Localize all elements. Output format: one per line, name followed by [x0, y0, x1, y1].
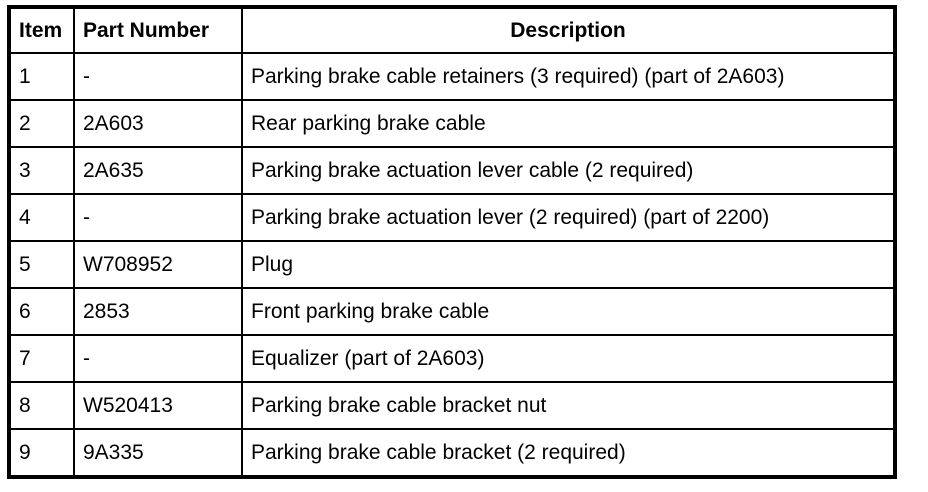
table-header: Item Part Number Description — [8, 6, 896, 54]
cell-item: 9 — [8, 428, 75, 478]
cell-item: 5 — [8, 240, 75, 289]
table-row: 8 W520413 Parking brake cable bracket nu… — [8, 381, 896, 430]
cell-item: 2 — [8, 99, 75, 148]
cell-part-number: - — [73, 193, 243, 242]
table-row: 9 9A335 Parking brake cable bracket (2 r… — [8, 428, 896, 478]
cell-item: 8 — [8, 381, 75, 430]
table-row: 2 2A603 Rear parking brake cable — [8, 99, 896, 148]
table-row: 4 - Parking brake actuation lever (2 req… — [8, 193, 896, 242]
header-description: Description — [241, 6, 896, 54]
cell-item: 3 — [8, 146, 75, 195]
cell-part-number: W708952 — [73, 240, 243, 289]
cell-description: Parking brake cable retainers (3 require… — [241, 52, 896, 101]
cell-description: Plug — [241, 240, 896, 289]
table-row: 5 W708952 Plug — [8, 240, 896, 289]
header-row: Item Part Number Description — [8, 6, 896, 54]
cell-part-number: 2853 — [73, 287, 243, 336]
cell-item: 1 — [8, 52, 75, 101]
header-item: Item — [8, 6, 75, 54]
cell-part-number: 2A603 — [73, 99, 243, 148]
cell-description: Parking brake actuation lever cable (2 r… — [241, 146, 896, 195]
cell-item: 6 — [8, 287, 75, 336]
cell-description: Front parking brake cable — [241, 287, 896, 336]
table-row: 7 - Equalizer (part of 2A603) — [8, 334, 896, 383]
cell-description: Equalizer (part of 2A603) — [241, 334, 896, 383]
table-body: 1 - Parking brake cable retainers (3 req… — [8, 52, 896, 478]
cell-part-number: - — [73, 334, 243, 383]
cell-description: Parking brake cable bracket nut — [241, 381, 896, 430]
cell-item: 4 — [8, 193, 75, 242]
table-row: 6 2853 Front parking brake cable — [8, 287, 896, 336]
cell-part-number: 9A335 — [73, 428, 243, 478]
header-part-number: Part Number — [73, 6, 243, 54]
cell-description: Parking brake actuation lever (2 require… — [241, 193, 896, 242]
table-row: 1 - Parking brake cable retainers (3 req… — [8, 52, 896, 101]
cell-description: Rear parking brake cable — [241, 99, 896, 148]
parts-table: Item Part Number Description 1 - Parking… — [7, 5, 897, 479]
cell-part-number: - — [73, 52, 243, 101]
cell-part-number: 2A635 — [73, 146, 243, 195]
table-row: 3 2A635 Parking brake actuation lever ca… — [8, 146, 896, 195]
cell-description: Parking brake cable bracket (2 required) — [241, 428, 896, 478]
cell-part-number: W520413 — [73, 381, 243, 430]
cell-item: 7 — [8, 334, 75, 383]
